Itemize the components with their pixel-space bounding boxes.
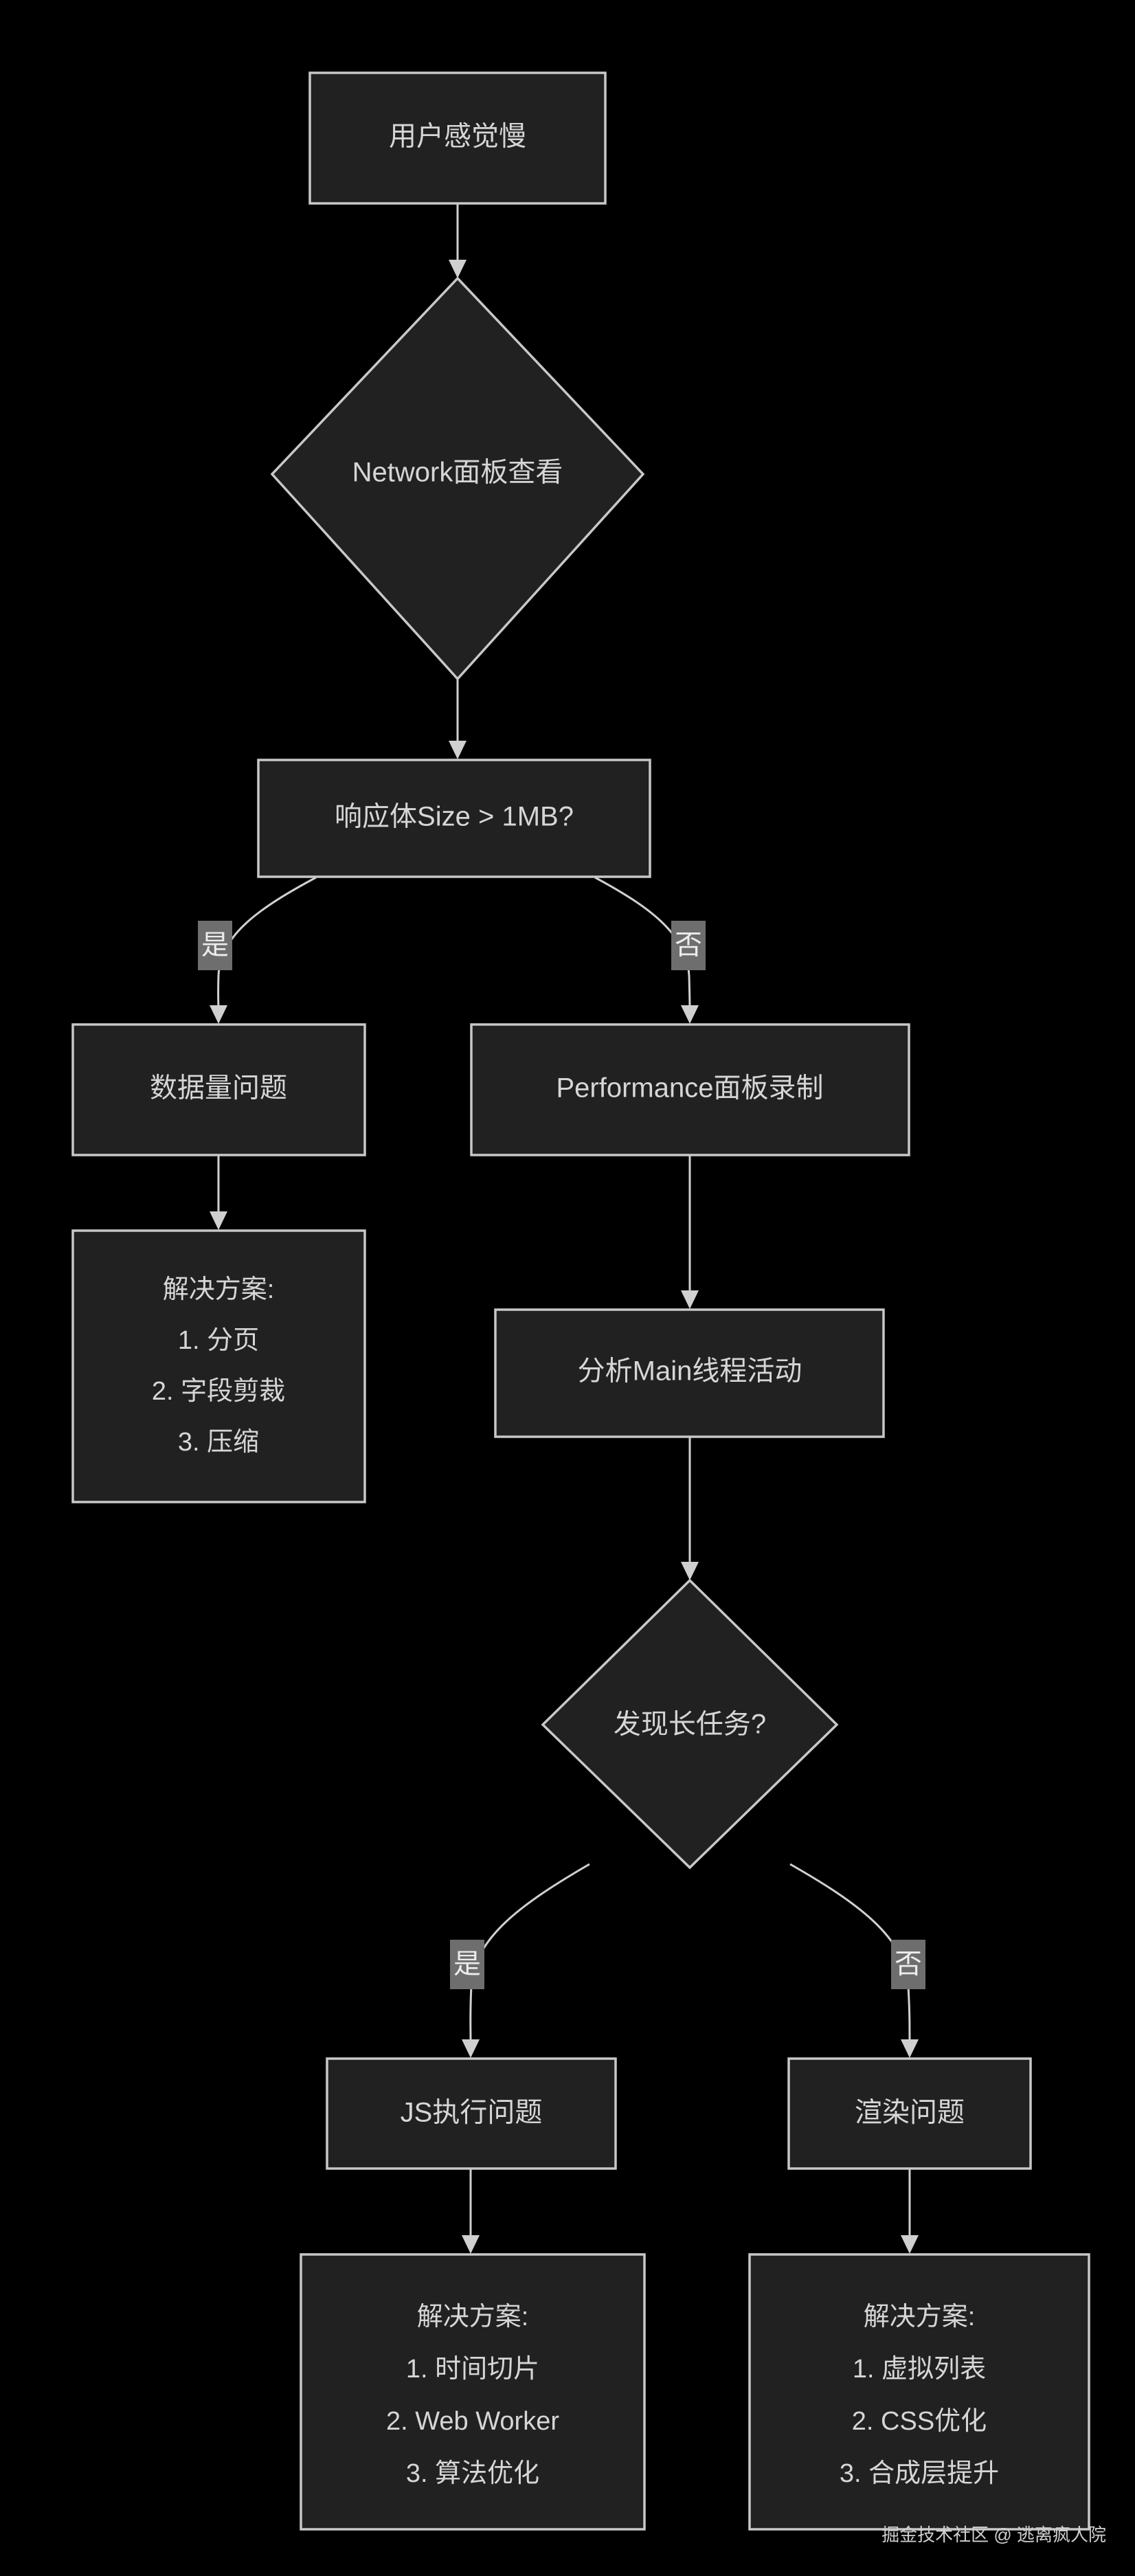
node-main-thread[interactable]: 分析Main线程活动 bbox=[494, 1308, 885, 1438]
node-main-thread-label: 分析Main线程活动 bbox=[578, 1356, 802, 1387]
node-render-issue[interactable]: 渲染问题 bbox=[787, 2057, 1032, 2170]
node-js-exec-label: JS执行问题 bbox=[401, 2098, 543, 2128]
node-performance-panel[interactable]: Performance面板录制 bbox=[470, 1023, 910, 1156]
node-solution-render-item-3: 3. 合成层提升 bbox=[840, 2459, 999, 2488]
node-solution-js-item-3: 3. 算法优化 bbox=[406, 2459, 539, 2488]
node-solution-js-item-1: 1. 时间切片 bbox=[406, 2355, 539, 2384]
node-long-task[interactable]: 发现长任务? bbox=[541, 1578, 839, 1870]
watermark: 掘金技术社区 @ 逃离疯人院 bbox=[881, 2524, 1106, 2545]
edge-network-to-size-check bbox=[449, 679, 467, 759]
node-performance-panel-label: Performance面板录制 bbox=[557, 1073, 824, 1104]
node-network-panel[interactable]: Network面板查看 bbox=[270, 276, 645, 681]
node-solution-render-item-2: 2. CSS优化 bbox=[852, 2407, 987, 2436]
edge-performance-to-main-thread bbox=[681, 1155, 699, 1309]
node-solution-render-title: 解决方案: bbox=[864, 2303, 976, 2331]
edge-main-thread-to-long-task bbox=[681, 1437, 699, 1580]
edge-start-to-network bbox=[449, 203, 467, 278]
node-data-volume[interactable]: 数据量问题 bbox=[71, 1023, 366, 1156]
edge-label-task-yes: 是 bbox=[450, 1940, 484, 1989]
node-start[interactable]: 用户感觉慢 bbox=[308, 71, 607, 205]
node-js-exec[interactable]: JS执行问题 bbox=[326, 2057, 617, 2170]
node-solution-data[interactable]: 解决方案: 1. 分页 2. 字段剪裁 3. 压缩 bbox=[71, 1229, 366, 1503]
edge-label-task-no-text: 否 bbox=[895, 1949, 922, 1980]
node-solution-js[interactable]: 解决方案: 1. 时间切片 2. Web Worker 3. 算法优化 bbox=[300, 2253, 646, 2531]
node-data-volume-label: 数据量问题 bbox=[150, 1073, 287, 1104]
edge-render-issue-to-solution bbox=[901, 2169, 919, 2254]
node-solution-render-item-1: 1. 虚拟列表 bbox=[853, 2355, 986, 2384]
edge-label-size-yes: 是 bbox=[198, 921, 232, 970]
edge-label-task-no: 否 bbox=[891, 1940, 925, 1989]
node-network-panel-label: Network面板查看 bbox=[352, 458, 563, 488]
edge-label-size-no-text: 否 bbox=[675, 930, 702, 961]
node-long-task-label: 发现长任务? bbox=[614, 1710, 766, 1740]
node-solution-data-title: 解决方案: bbox=[163, 1275, 275, 1304]
edge-js-exec-to-solution bbox=[462, 2169, 480, 2254]
node-start-label: 用户感觉慢 bbox=[389, 122, 526, 152]
edge-label-size-no: 否 bbox=[671, 921, 706, 970]
edge-data-volume-to-solution bbox=[210, 1155, 227, 1230]
edge-label-task-yes-text: 是 bbox=[453, 1949, 481, 1980]
node-solution-js-item-2: 2. Web Worker bbox=[386, 2407, 559, 2436]
node-size-check[interactable]: 响应体Size > 1MB? bbox=[257, 759, 651, 878]
node-render-issue-label: 渲染问题 bbox=[855, 2098, 965, 2128]
node-solution-data-item-2: 2. 字段剪裁 bbox=[152, 1377, 285, 1406]
edge-label-size-yes-text: 是 bbox=[201, 930, 229, 961]
node-solution-js-title: 解决方案: bbox=[417, 2303, 529, 2331]
node-solution-data-item-1: 1. 分页 bbox=[178, 1326, 259, 1355]
node-size-check-label: 响应体Size > 1MB? bbox=[335, 802, 574, 832]
node-solution-data-item-3: 3. 压缩 bbox=[178, 1428, 259, 1457]
node-solution-render[interactable]: 解决方案: 1. 虚拟列表 2. CSS优化 3. 合成层提升 bbox=[748, 2253, 1090, 2531]
